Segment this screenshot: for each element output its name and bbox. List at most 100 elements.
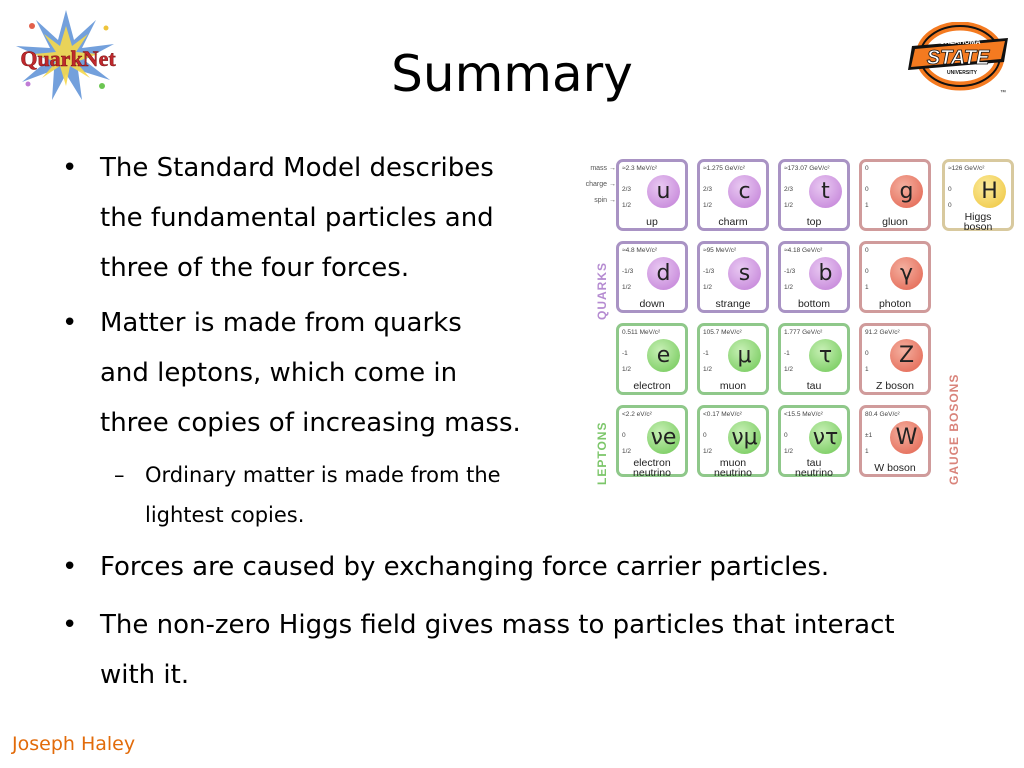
quarknet-logo-text: QuarkNet	[20, 46, 116, 71]
particle-spin: 1/2	[622, 202, 632, 209]
particle-name: down	[639, 298, 665, 310]
particle-symbol: νe	[647, 421, 680, 454]
particle-spin: 1/2	[784, 284, 794, 291]
particle-spin: 1/2	[622, 448, 632, 455]
osu-oklahoma-text: OKLAHOMA	[939, 39, 980, 46]
particle-spin: 1/2	[622, 284, 632, 291]
particle-charge: 2/3	[703, 186, 713, 193]
particle-mass: <15.5 MeV/c²	[784, 411, 823, 418]
particle-charge: -1	[622, 350, 628, 357]
particle-symbol: u	[647, 175, 680, 208]
particle-name: Higgs boson	[963, 211, 993, 233]
particle-cell: <2.2 eV/c² 0 1/2 νe electron neutrino	[616, 405, 688, 479]
particle-charge: 0	[948, 186, 952, 193]
particle-spin: 1	[865, 284, 869, 291]
particle-mass: <0.17 MeV/c²	[703, 411, 742, 418]
particle-charge: 2/3	[622, 186, 632, 193]
particle-mass: 105.7 MeV/c²	[703, 329, 742, 336]
particle-symbol: b	[809, 257, 842, 290]
particle-spin: 1/2	[784, 448, 794, 455]
particle-charge: 2/3	[784, 186, 794, 193]
particle-spin: 1/2	[784, 202, 794, 209]
bullet-text: The non-zero Higgs field gives mass to p…	[100, 610, 895, 690]
standard-model-chart: mass → charge → spin → QUARKS LEPTONS GA…	[580, 155, 1020, 490]
particle-mass: 0	[865, 165, 869, 172]
bullet-glyph: •	[62, 153, 78, 183]
particle-symbol: c	[728, 175, 761, 208]
particle-symbol: s	[728, 257, 761, 290]
particle-charge: 0	[622, 432, 626, 439]
particle-charge: 0	[703, 432, 707, 439]
osu-state-text: STATE	[927, 47, 990, 69]
particle-name: tau	[806, 380, 822, 392]
quarknet-logo: QuarkNet	[6, 6, 130, 110]
particle-cell: 0 0 1 g gluon	[859, 159, 931, 231]
particle-symbol: H	[973, 175, 1006, 208]
particle-mass: ≈126 GeV/c²	[948, 165, 985, 172]
particle-charge: -1/3	[703, 268, 715, 275]
particle-name: electron neutrino	[633, 457, 671, 479]
particle-symbol: e	[647, 339, 680, 372]
particle-mass: 0.511 MeV/c²	[622, 329, 661, 336]
particle-mass: ≈4.8 MeV/c²	[622, 247, 657, 254]
particle-cell: <15.5 MeV/c² 0 1/2 ντ tau neutrino	[778, 405, 850, 479]
particle-symbol: g	[890, 175, 923, 208]
particle-name: charm	[718, 216, 748, 228]
particle-mass: ≈95 MeV/c²	[703, 247, 737, 254]
particle-symbol: Z	[890, 339, 923, 372]
leptons-group-label: LEPTONS	[595, 421, 609, 485]
particle-mass: ≈173.07 GeV/c²	[784, 165, 830, 172]
particle-spin: 1	[865, 202, 869, 209]
particle-name: Z boson	[876, 380, 914, 392]
particle-symbol: W	[890, 421, 923, 454]
particle-spin: 1/2	[703, 202, 713, 209]
particle-name: electron	[633, 380, 671, 392]
quarknet-burst-icon: QuarkNet	[16, 10, 117, 100]
particle-symbol: τ	[809, 339, 842, 372]
particle-cell: 0.511 MeV/c² -1 1/2 e electron	[616, 323, 688, 395]
particle-symbol: d	[647, 257, 680, 290]
particle-charge: 0	[865, 186, 869, 193]
particle-spin: 1/2	[622, 366, 632, 373]
osu-university-text: UNIVERSITY	[947, 70, 978, 76]
particle-mass: 91.2 GeV/c²	[865, 329, 900, 336]
particle-mass: <2.2 eV/c²	[622, 411, 652, 418]
osu-brand-icon: OKLAHOMA STATE UNIVERSITY ™	[908, 21, 1008, 96]
particle-symbol: t	[809, 175, 842, 208]
quarks-group-label: QUARKS	[595, 261, 609, 320]
particle-symbol: μ	[728, 339, 761, 372]
particle-mass: ≈2.3 MeV/c²	[622, 165, 657, 172]
particle-charge: 0	[784, 432, 788, 439]
particle-mass: 80.4 GeV/c²	[865, 411, 900, 418]
sub-bullet-glyph: –	[114, 463, 125, 487]
particle-charge: -1/3	[784, 268, 796, 275]
particle-charge: 0	[865, 350, 869, 357]
particle-mass: 0	[865, 247, 869, 254]
particle-spin: 1/2	[784, 366, 794, 373]
particle-name: tau neutrino	[795, 457, 833, 479]
bullet-glyph: •	[62, 308, 78, 338]
mass-row-label: mass →	[590, 165, 616, 172]
footer-author: Joseph Haley	[12, 733, 136, 755]
particle-charge: ±1	[865, 432, 873, 439]
particle-spin: 1	[865, 366, 869, 373]
particle-name: muon	[719, 380, 747, 392]
particle-spin: 1	[865, 448, 869, 455]
particle-charge: -1	[703, 350, 709, 357]
particle-name: gluon	[882, 216, 908, 228]
particle-mass: 1.777 GeV/c²	[784, 329, 823, 336]
gauge-bosons-group-label: GAUGE BOSONS	[947, 373, 961, 485]
bullet-glyph: •	[62, 610, 78, 640]
particle-symbol: ντ	[809, 421, 842, 454]
sub-bullet-text: Ordinary matter is made from the lightes…	[145, 463, 501, 527]
